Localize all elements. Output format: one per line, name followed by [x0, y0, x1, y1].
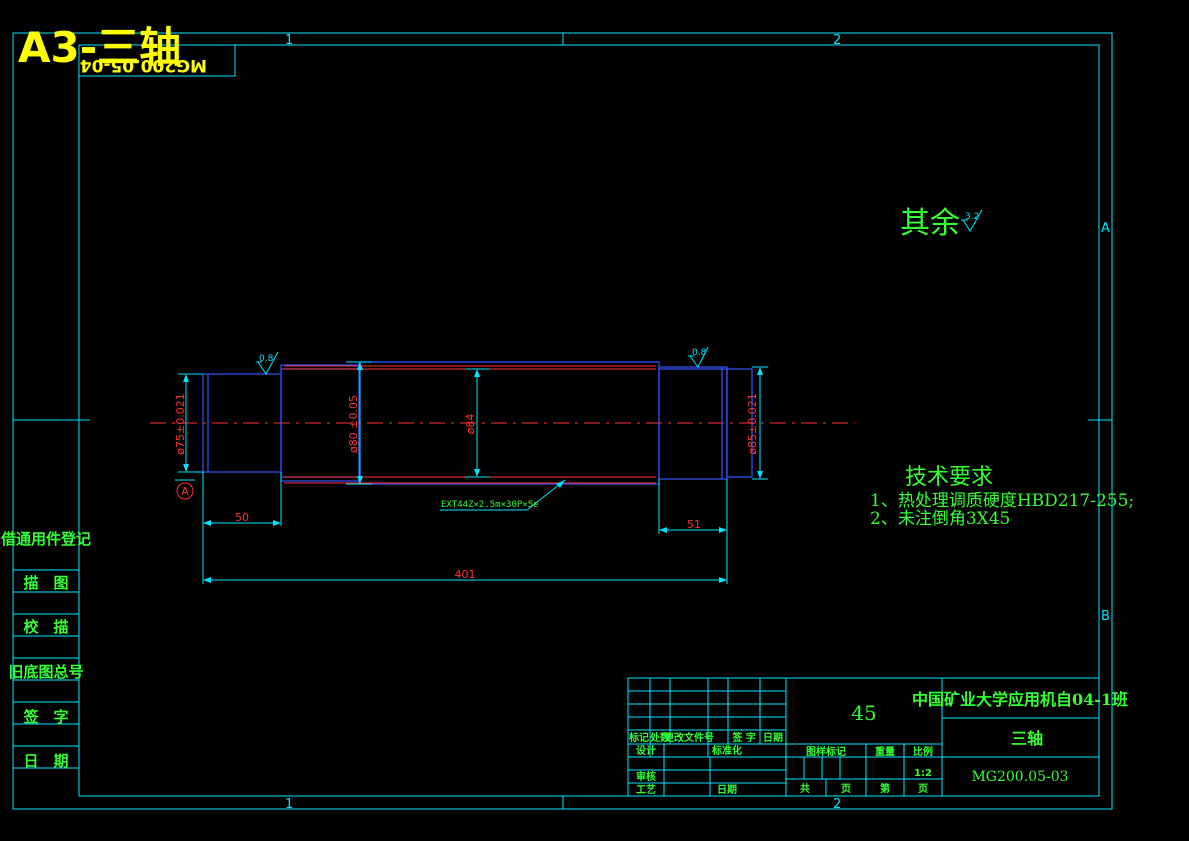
material-value: 45 — [851, 701, 876, 725]
rest-roughness-label: 其余 — [900, 206, 960, 241]
tech-req-item-2: 2、未注倒角3X45 — [870, 509, 1010, 529]
tech-req-title: 技术要求 — [905, 465, 993, 490]
registration-title: 借通用件登记 — [0, 530, 91, 548]
datum-label: A — [181, 485, 189, 498]
dim-diameter-left: ø75±0.021 — [174, 393, 187, 454]
registration-row-date: 日 期 — [23, 752, 68, 770]
registration-row-trace: 描 图 — [23, 574, 68, 592]
zone-label-bottom-2: 2 — [833, 797, 841, 812]
sheet-index-unit: 页 — [918, 783, 928, 795]
rev-header-file: 更改文件号 — [664, 731, 714, 744]
roughness-mark-left: 0.8 — [259, 354, 274, 364]
inner-frame-border — [78, 44, 1100, 797]
row-standardization-label: 标准化 — [711, 744, 742, 757]
sheet-total-label: 共 — [800, 782, 810, 795]
spline-note: EXT44Z×2.5m×30P×5e — [441, 500, 539, 510]
zone-label-bottom-1: 1 — [285, 797, 293, 812]
tech-req-item-1: 1、热处理调质硬度HBD217-255; — [870, 491, 1134, 511]
stage-header-mark: 图样标记 — [806, 745, 846, 758]
technical-requirements: 技术要求 1、热处理调质硬度HBD217-255; 2、未注倒角3X45 — [870, 465, 1134, 529]
scale-value: 1:2 — [914, 768, 932, 779]
sheet-total-unit: 页 — [841, 783, 851, 795]
row-process-label: 工艺 — [636, 783, 656, 796]
rest-roughness-value: 3.2 — [965, 212, 979, 222]
mirrored-drawing-code: MG200.05-04 — [80, 55, 207, 75]
organization-name: 中国矿业大学应用机自04-1班 — [912, 690, 1128, 709]
dim-length-right: 51 — [687, 518, 701, 531]
shaft-part-drawing: ø75±0.021 ø80 ±0.05 ø84 ø85±0.021 50 51 … — [150, 346, 855, 584]
zone-label-top-1: 1 — [285, 33, 293, 48]
stage-header-weight: 重量 — [875, 745, 895, 758]
sheet-index-label: 第 — [880, 782, 890, 795]
rev-header-sign: 签 字 — [731, 731, 755, 744]
roughness-mark-right: 0.8 — [692, 348, 707, 358]
rest-roughness-symbol — [961, 209, 983, 232]
registration-row-check: 校 描 — [23, 618, 68, 636]
zone-label-right-a: A — [1101, 221, 1110, 236]
row-design-label: 设计 — [636, 744, 656, 757]
part-name: 三轴 — [1011, 729, 1043, 748]
datum-circle — [176, 482, 194, 500]
sheet-label: A3-三轴 — [18, 23, 181, 72]
registration-row-old-number: 旧底图总号 — [8, 663, 83, 681]
row-review-label: 审核 — [636, 770, 656, 783]
stage-header-scale: 比例 — [913, 745, 933, 758]
zone-label-top-2: 2 — [833, 33, 841, 48]
title-block: 45 中国矿业大学应用机自04-1班 三轴 MG200.05-03 标记 处数 … — [627, 677, 1128, 797]
dim-diameter-right: ø85±0.021 — [746, 393, 759, 454]
zone-label-right-b: B — [1101, 609, 1110, 624]
registration-row-signature: 签 字 — [22, 708, 68, 726]
rev-header-mark: 标记 — [628, 731, 649, 744]
rev-header-date: 日期 — [763, 731, 783, 744]
dim-diameter-mid1: ø80 ±0.05 — [347, 395, 360, 453]
row-process-date: 日期 — [717, 783, 737, 796]
rev-header-count: 处数 — [649, 731, 671, 744]
left-registration-block: 借通用件登记 描 图 校 描 旧底图总号 签 字 日 期 — [0, 530, 91, 770]
dim-diameter-mid2: ø84 — [464, 414, 477, 435]
dim-length-total: 401 — [455, 568, 476, 581]
drawing-frame — [12, 32, 1113, 810]
drawing-number: MG200.05-03 — [971, 769, 1068, 785]
dim-length-left: 50 — [235, 511, 249, 524]
